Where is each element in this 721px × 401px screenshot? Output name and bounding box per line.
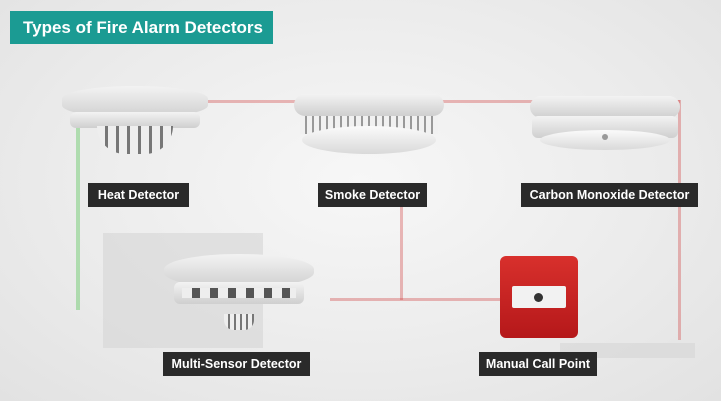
heat-detector-label: Heat Detector xyxy=(88,183,189,207)
page-title: Types of Fire Alarm Detectors xyxy=(10,11,273,44)
manual-call-point-label: Manual Call Point xyxy=(479,352,597,376)
wire-green xyxy=(76,120,80,310)
smoke-detector-icon xyxy=(294,94,444,160)
wire-red-bottom xyxy=(330,298,510,301)
multi-sensor-detector-label: Multi-Sensor Detector xyxy=(163,352,310,376)
co-detector-label: Carbon Monoxide Detector xyxy=(521,183,698,207)
wire-red-mid xyxy=(400,200,403,300)
wire-red-right xyxy=(678,100,681,340)
co-detector-icon xyxy=(530,96,680,156)
multi-sensor-detector-icon xyxy=(164,254,314,338)
heat-detector-icon xyxy=(62,86,208,166)
smoke-detector-label: Smoke Detector xyxy=(318,183,427,207)
manual-call-point-icon xyxy=(500,256,578,338)
